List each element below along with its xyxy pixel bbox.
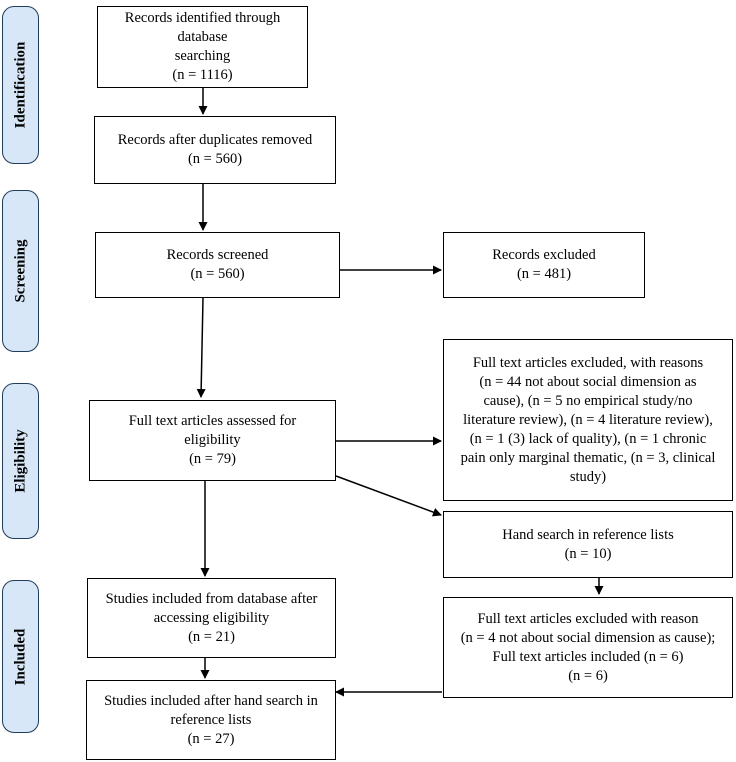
included-database-line1: Studies included from database after xyxy=(105,590,318,607)
box-included-from-database: Studies included from database after acc… xyxy=(87,578,336,658)
phase-eligibility: Eligibility xyxy=(2,383,39,539)
records-identified-line1: Records identified through database xyxy=(124,10,281,45)
records-identified-count: (n = 1116) xyxy=(172,67,233,83)
phase-eligibility-label: Eligibility xyxy=(12,429,28,493)
arrow-screened-to-assessed xyxy=(196,297,206,398)
phase-identification: Identification xyxy=(2,6,39,164)
fulltext-excluded-line6: pain only marginal thematic, (n = 3, cli… xyxy=(460,449,716,466)
fulltext-excluded-line7: study) xyxy=(569,468,607,485)
included-database-count: (n = 21) xyxy=(188,628,235,645)
after-duplicates-count: (n = 560) xyxy=(187,151,243,167)
fulltext-excluded-line5: (n = 1 (3) lack of quality), (n = 1 chro… xyxy=(469,430,707,447)
hand-result-count: (n = 6) xyxy=(568,667,608,684)
hand-result-line3: Full text articles included (n = 6) xyxy=(492,648,684,665)
phase-included-label: Included xyxy=(12,628,28,685)
hand-result-line1: Full text articles excluded with reason xyxy=(477,610,699,627)
fulltext-excluded-line1: Full text articles excluded, with reason… xyxy=(472,354,704,371)
hand-search-line1: Hand search in reference lists xyxy=(502,526,674,543)
fulltext-assessed-line2: eligibility xyxy=(184,432,241,448)
phase-included: Included xyxy=(2,580,39,733)
box-records-identified: Records identified through database sear… xyxy=(97,6,308,88)
box-fulltext-assessed: Full text articles assessed for eligibil… xyxy=(89,400,336,481)
box-hand-search: Hand search in reference lists (n = 10) xyxy=(443,511,733,578)
box-records-excluded: Records excluded (n = 481) xyxy=(443,232,645,298)
fulltext-excluded-line3: cause), (n = 5 no empirical study/no xyxy=(483,392,693,409)
fulltext-assessed-count: (n = 79) xyxy=(189,451,236,467)
fulltext-excluded-line4: literature review), (n = 4 literature re… xyxy=(463,411,713,428)
after-duplicates-line1: Records after duplicates removed xyxy=(117,132,313,148)
box-included-final: Studies included after hand search in re… xyxy=(86,680,336,760)
box-hand-search-result: Full text articles excluded with reason … xyxy=(443,597,733,698)
phase-screening-label: Screening xyxy=(12,239,28,303)
included-final-line2: reference lists xyxy=(170,711,252,728)
fulltext-excluded-line2: (n = 44 not about social dimension as xyxy=(479,373,697,390)
fulltext-assessed-line1: Full text articles assessed for xyxy=(128,413,297,429)
included-final-count: (n = 27) xyxy=(187,730,235,747)
records-screened-count: (n = 560) xyxy=(190,266,245,282)
hand-result-line2: (n = 4 not about social dimension as cau… xyxy=(460,629,716,646)
hand-search-count: (n = 10) xyxy=(564,545,612,562)
included-database-line2: accessing eligibility xyxy=(153,609,270,626)
included-final-line1: Studies included after hand search in xyxy=(104,692,318,709)
box-records-screened: Records screened (n = 560) xyxy=(95,232,340,298)
records-identified-line2: searching xyxy=(174,48,231,64)
box-fulltext-excluded: Full text articles excluded, with reason… xyxy=(443,339,733,501)
arrow-assessed-to-hand-search xyxy=(335,475,442,517)
records-excluded-line1: Records excluded xyxy=(492,247,596,263)
box-records-after-duplicates: Records after duplicates removed (n = 56… xyxy=(94,116,336,184)
records-excluded-count: (n = 481) xyxy=(516,266,572,282)
records-screened-line1: Records screened xyxy=(166,247,269,263)
phase-screening: Screening xyxy=(2,190,39,352)
phase-identification-label: Identification xyxy=(12,41,28,129)
